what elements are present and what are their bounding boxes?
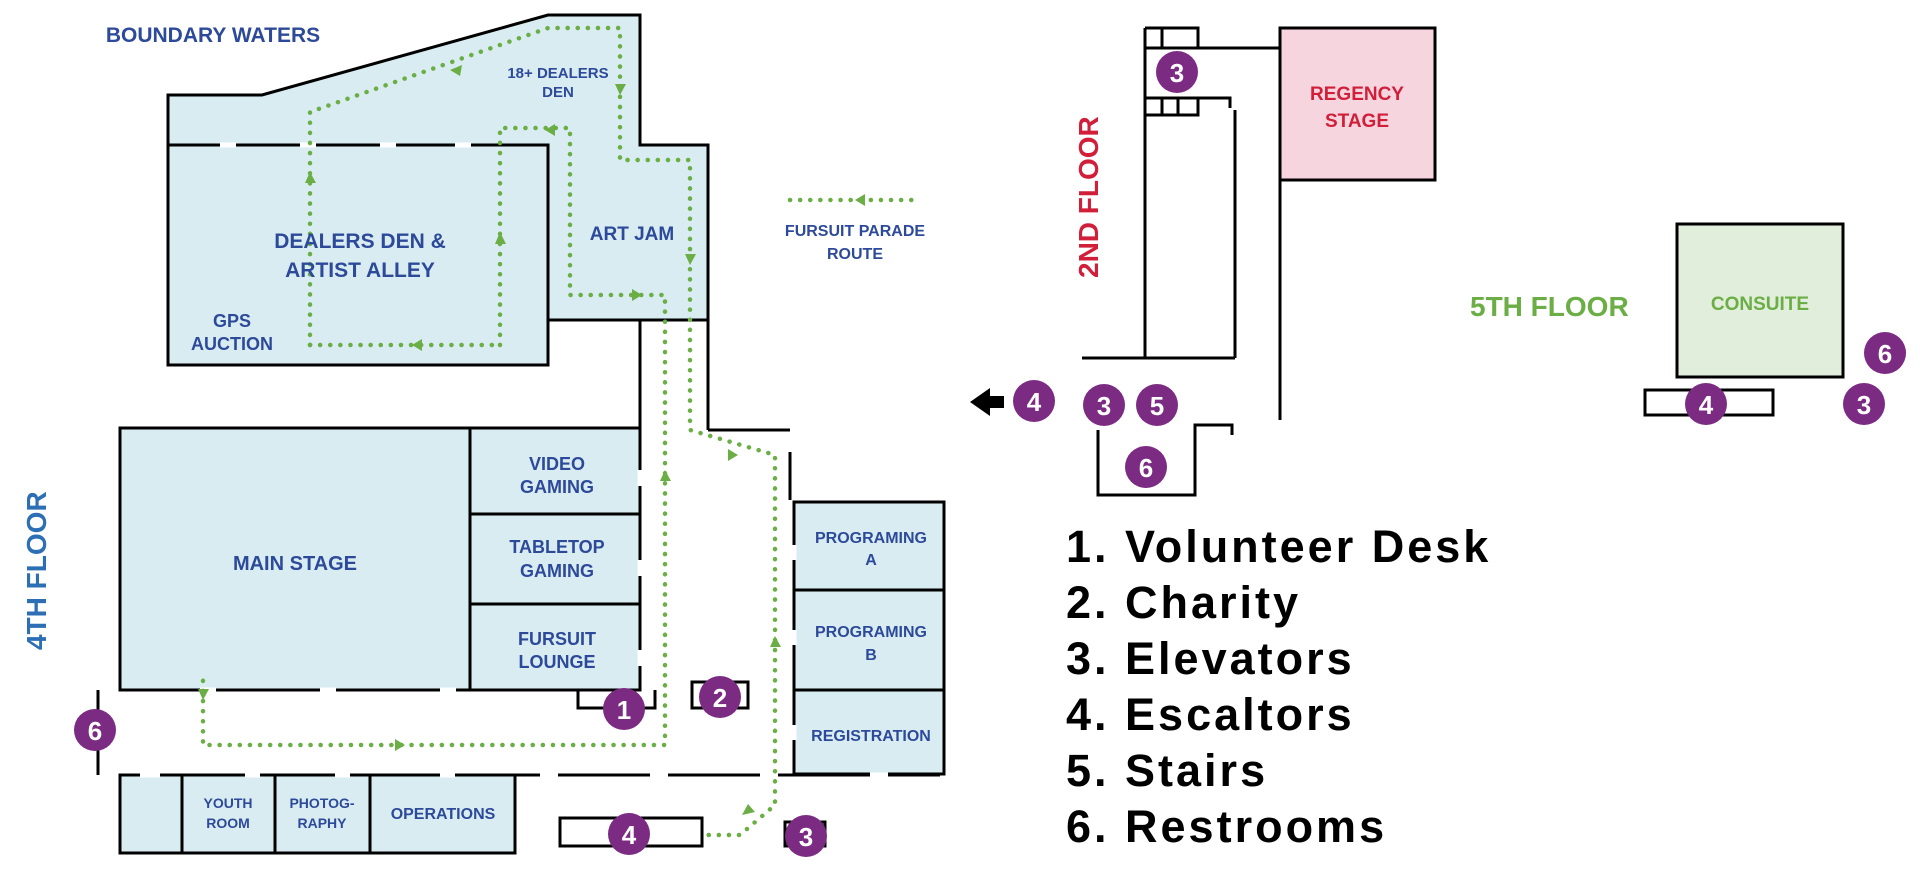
legend-item-5: 5. Stairs [1066,745,1268,796]
second-floor-walls [1082,26,1282,497]
legend-item-3: 3. Elevators [1066,633,1355,684]
dealers-18-label-1: 18+ DEALERS [507,65,608,82]
art-jam-lower-wall [548,318,642,430]
elevator-marker-5th[interactable]: 3 [1843,383,1885,425]
svg-text:6: 6 [88,716,102,746]
route-legend-label-1: FURSUIT PARADE [785,223,925,240]
main-stage-label: MAIN STAGE [233,553,357,575]
escalator-marker-5th[interactable]: 4 [1685,383,1727,425]
operations-room [368,773,517,855]
fourth-floor-title: 4TH FLOOR [21,491,52,650]
bottom-small-room [118,773,184,855]
elevator-marker-2nd-top[interactable]: 3 [1156,51,1198,93]
legend-item-6: 6. Restrooms [1066,801,1387,852]
svg-text:6: 6 [1878,339,1892,369]
gps-auction-label-1: GPS [213,311,251,331]
main-stage-room [118,426,472,692]
tabletop-gaming-room [468,512,642,606]
legend-item-1: 1. Volunteer Desk [1066,521,1491,572]
tabletop-gaming-label-2: GAMING [520,561,594,581]
youth-room-label-2: ROOM [206,815,250,831]
dealers-den-label-1: DEALERS DEN & [274,230,446,253]
art-jam-label: ART JAM [590,224,674,245]
boundary-waters-label: BOUNDARY WATERS [106,24,320,47]
fursuit-lounge-label-2: LOUNGE [518,652,595,672]
programing-a-label-2: A [865,552,877,569]
svg-text:4: 4 [1027,387,1042,417]
youth-room [180,773,277,855]
svg-text:4: 4 [622,820,637,850]
direction-arrow-icon [970,388,1004,416]
photography-label-1: PHOTOG- [289,795,354,811]
restroom-marker-4th[interactable]: 6 [74,709,116,751]
route-legend-label-2: ROUTE [827,246,883,263]
second-floor-title: 2ND FLOOR [1073,116,1104,278]
video-gaming-label-1: VIDEO [529,454,585,474]
regency-stage-label-1: REGENCY [1310,84,1404,105]
tabletop-gaming-label-1: TABLETOP [509,537,604,557]
programing-b-label-2: B [865,647,877,664]
dealers-18-label-2: DEN [542,84,574,101]
operations-label: OPERATIONS [391,806,496,823]
registration-label: REGISTRATION [811,728,931,745]
fifth-floor-title: 5TH FLOOR [1470,291,1629,322]
svg-text:5: 5 [1150,391,1164,421]
legend-item-4: 4. Escaltors [1066,689,1355,740]
youth-room-label-1: YOUTH [204,795,253,811]
regency-stage-room [1278,26,1437,182]
programing-b-room [792,588,946,692]
restroom-marker-5th[interactable]: 6 [1864,332,1906,374]
photography-label-2: RAPHY [297,815,347,831]
charity-marker[interactable]: 2 [699,676,741,718]
dealers-den-label-2: ARTIST ALLEY [285,259,435,282]
legend: 1. Volunteer Desk 2. Charity 3. Elevator… [1066,521,1491,852]
stairs-marker-2nd[interactable]: 5 [1136,384,1178,426]
volunteer-desk-marker[interactable]: 1 [603,688,645,730]
programing-b-label-1: PROGRAMING [815,624,927,641]
svg-text:3: 3 [1097,391,1111,421]
elevator-marker-4th[interactable]: 3 [785,815,827,857]
fursuit-lounge-room [468,602,642,692]
video-gaming-room [468,426,642,516]
fursuit-parade-route [198,25,923,838]
svg-text:3: 3 [1170,58,1184,88]
svg-text:3: 3 [1857,390,1871,420]
svg-text:4: 4 [1699,390,1714,420]
restroom-marker-2nd[interactable]: 6 [1125,446,1167,488]
svg-text:1: 1 [617,695,631,725]
photography-room [273,773,372,855]
fursuit-lounge-label-1: FURSUIT [518,629,596,649]
svg-text:3: 3 [799,822,813,852]
gps-auction-label-2: AUCTION [191,334,273,354]
legend-item-2: 2. Charity [1066,577,1301,628]
regency-stage-label-2: STAGE [1325,111,1389,132]
programing-a-label-1: PROGRAMING [815,530,927,547]
consuite-room [1675,222,1845,379]
programing-a-room [792,500,946,592]
svg-text:6: 6 [1139,453,1153,483]
consuite-label: CONSUITE [1711,294,1809,315]
elevator-marker-2nd[interactable]: 3 [1083,384,1125,426]
svg-text:2: 2 [713,683,727,713]
escalator-marker-2nd[interactable]: 4 [1013,380,1055,422]
dealers-den-room [166,143,550,367]
escalator-marker-4th[interactable]: 4 [608,813,650,855]
video-gaming-label-2: GAMING [520,477,594,497]
